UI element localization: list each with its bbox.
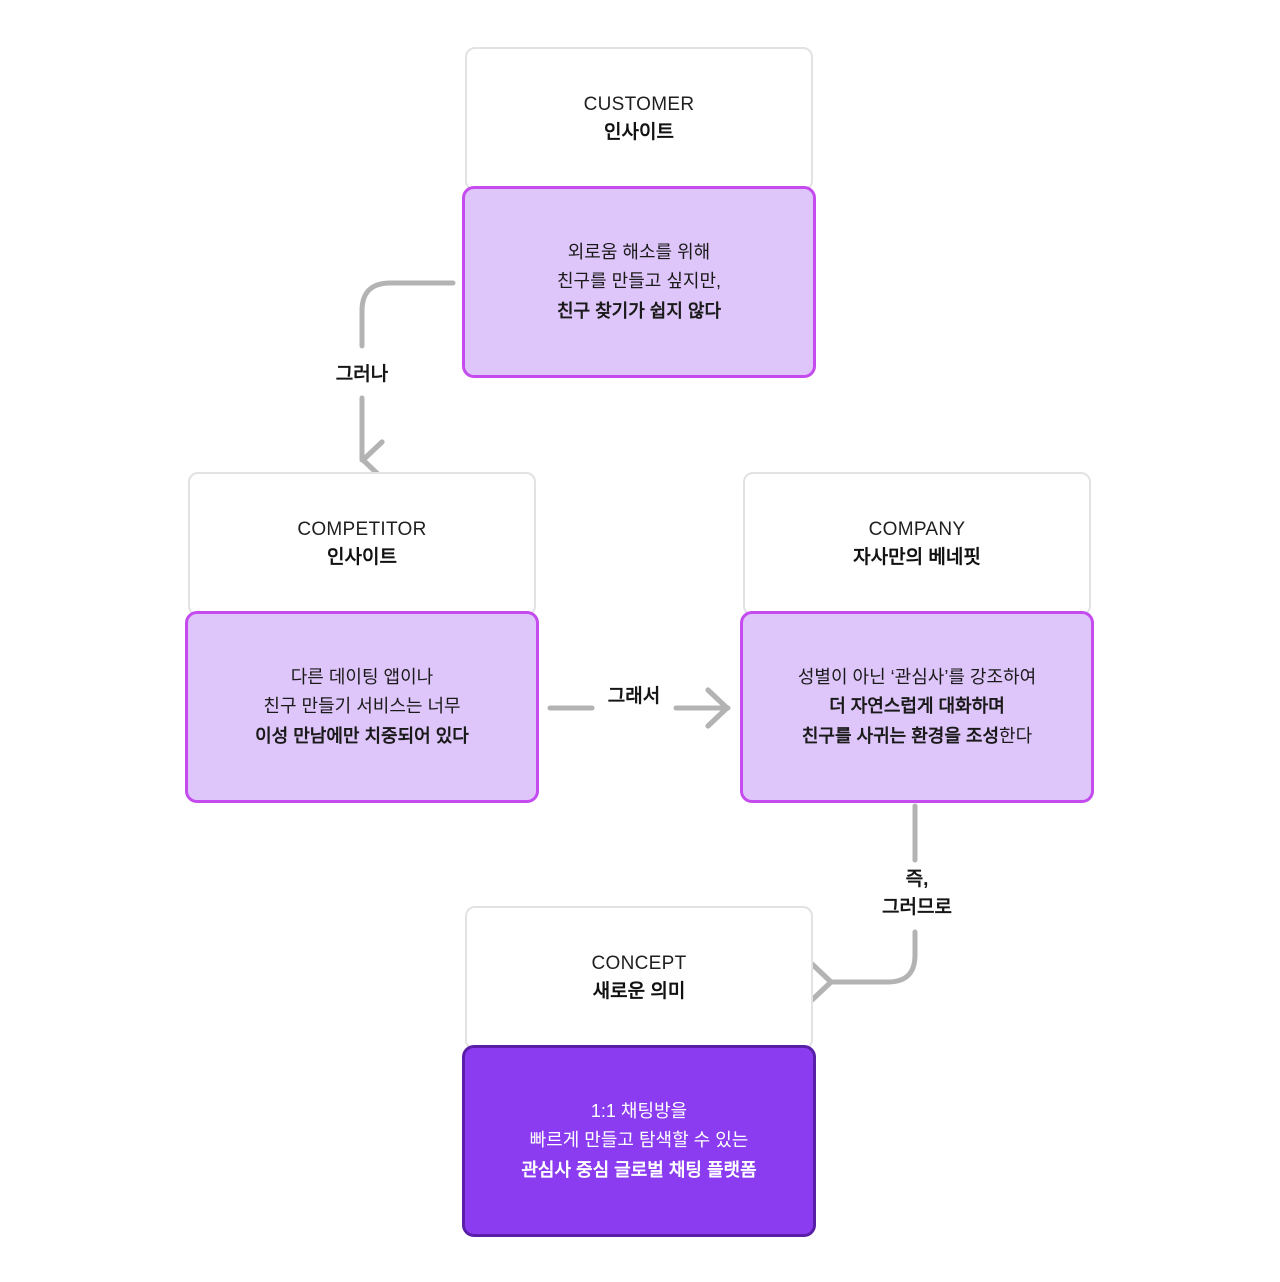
node-competitor-line-3: 이성 만남에만 치중되어 있다 xyxy=(255,725,469,746)
node-concept-body: 1:1 채팅방을 빠르게 만들고 탐색할 수 있는 관심사 중심 글로벌 채팅 … xyxy=(462,1045,816,1237)
node-concept-line-3: 관심사 중심 글로벌 채팅 플랫폼 xyxy=(521,1159,757,1180)
node-company-body: 성별이 아닌 ‘관심사’를 강조하여 더 자연스럽게 대화하며 친구를 사귀는 … xyxy=(740,611,1094,803)
node-competitor-subtitle: 인사이트 xyxy=(327,547,397,568)
node-competitor-eyebrow: COMPETITOR xyxy=(297,519,427,541)
node-customer-header: CUSTOMER 인사이트 xyxy=(465,47,813,191)
node-company-eyebrow: COMPANY xyxy=(868,519,966,541)
node-competitor-line-1: 다른 데이팅 앱이나 xyxy=(290,667,434,688)
node-concept-header: CONCEPT 새로운 의미 xyxy=(465,906,813,1050)
node-competitor-header: COMPETITOR 인사이트 xyxy=(188,472,536,616)
node-company-subtitle: 자사만의 베네핏 xyxy=(853,547,981,568)
node-company-line-1: 성별이 아닌 ‘관심사’를 강조하여 xyxy=(797,667,1037,688)
node-competitor: COMPETITOR 인사이트 다른 데이팅 앱이나 친구 만들기 서비스는 너… xyxy=(185,472,539,803)
node-company-line-2: 더 자연스럽게 대화하며 xyxy=(829,696,1005,717)
node-concept-eyebrow: CONCEPT xyxy=(591,953,687,975)
node-company-line-3-bold: 친구를 사귀는 환경을 조성 xyxy=(801,725,1000,746)
node-customer-line-1: 외로움 해소를 위해 xyxy=(567,242,711,263)
node-customer-subtitle: 인사이트 xyxy=(604,122,674,143)
connector-label-thus-line1: 즉, xyxy=(905,869,929,890)
node-competitor-body: 다른 데이팅 앱이나 친구 만들기 서비스는 너무 이성 만남에만 치중되어 있… xyxy=(185,611,539,803)
node-company-line-3: 친구를 사귀는 환경을 조성한다 xyxy=(802,722,1032,751)
node-concept-line-1: 1:1 채팅방을 xyxy=(590,1101,688,1122)
node-customer-line-3: 친구 찾기가 쉽지 않다 xyxy=(556,300,722,321)
node-concept-line-2: 빠르게 만들고 탐색할 수 있는 xyxy=(529,1130,749,1151)
connector-label-however: 그러나 xyxy=(335,364,389,385)
node-concept: CONCEPT 새로운 의미 1:1 채팅방을 빠르게 만들고 탐색할 수 있는… xyxy=(462,906,816,1237)
connector-label-thus-line2: 그러므로 xyxy=(882,896,952,918)
node-customer-eyebrow: CUSTOMER xyxy=(583,94,695,116)
node-company-line-3-plain: 한다 xyxy=(999,725,1033,746)
connector-label-thus: 즉, 그러므로 xyxy=(882,866,952,921)
node-company: COMPANY 자사만의 베네핏 성별이 아닌 ‘관심사’를 강조하여 더 자연… xyxy=(740,472,1094,803)
node-competitor-line-2: 친구 만들기 서비스는 너무 xyxy=(263,696,461,717)
node-customer-line-2: 친구를 만들고 싶지만, xyxy=(556,271,722,292)
node-concept-subtitle: 새로운 의미 xyxy=(592,981,686,1002)
link-company-to-concept xyxy=(809,929,918,1003)
connector-label-therefore: 그래서 xyxy=(607,686,661,708)
node-customer: CUSTOMER 인사이트 외로움 해소를 위해 친구를 만들고 싶지만, 친구… xyxy=(462,47,816,378)
link-customer-elbow xyxy=(359,280,456,349)
node-customer-body: 외로움 해소를 위해 친구를 만들고 싶지만, 친구 찾기가 쉽지 않다 xyxy=(462,186,816,378)
node-company-header: COMPANY 자사만의 베네핏 xyxy=(743,472,1091,616)
